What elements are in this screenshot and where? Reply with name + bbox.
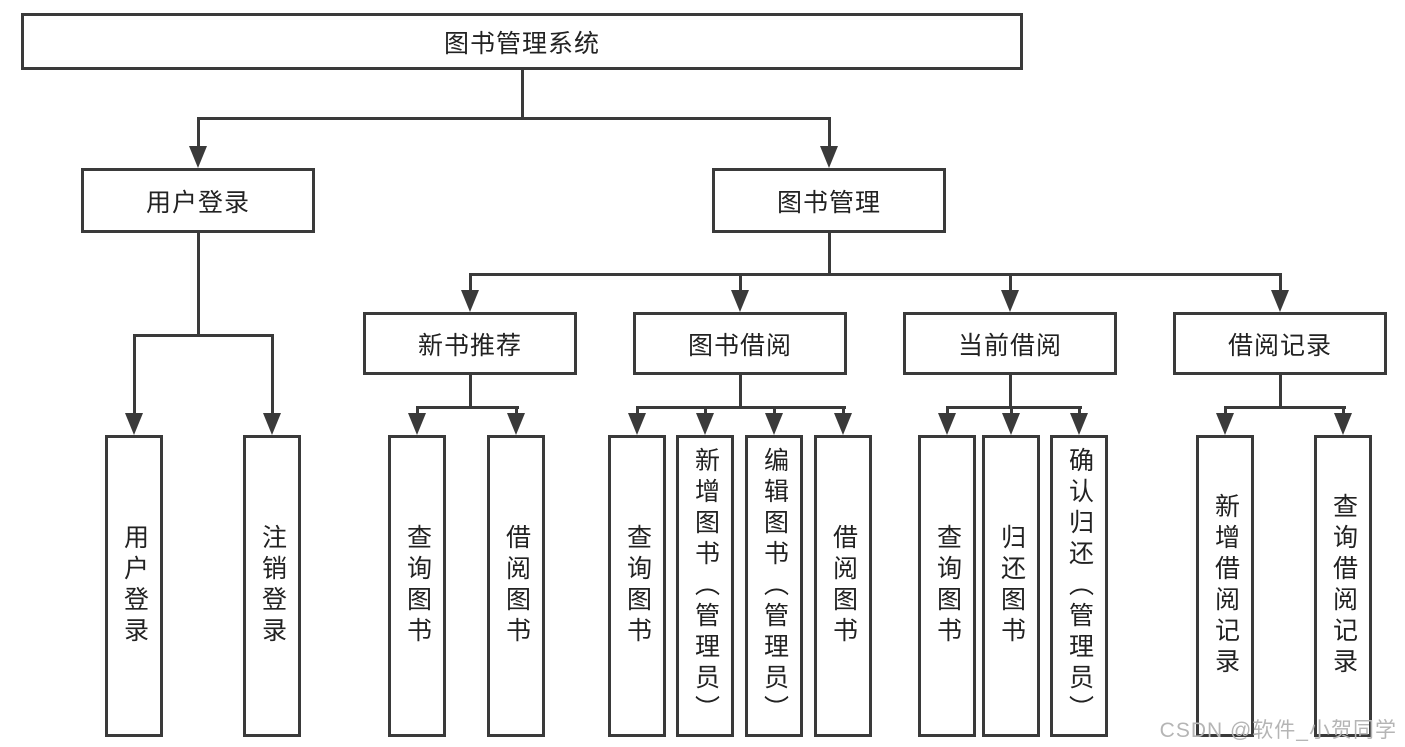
arrow-head-bookborrow-icon [731,290,749,312]
node-book-management: 图书管理 [712,168,946,233]
node-root: 图书管理系统 [21,13,1023,70]
arrow-stem-newbooks [468,275,472,293]
leaf-user-login-label: 用户登录 [120,524,149,648]
connector-rail-level3 [468,273,1282,276]
arrow-stem-leaf-bb4 [841,408,845,417]
connector-bookmgmt-stub [827,233,831,276]
arrow-head-leaf-cb1-icon [938,413,956,435]
leaf-current-return: 归还图书 [982,435,1040,737]
arrow-head-leaf-cb2-icon [1002,413,1020,435]
arrow-stem-leaf-bb1 [635,408,639,417]
arrow-stem-bookmgmt [827,119,831,148]
leaf-records-add: 新增借阅记录 [1196,435,1254,737]
arrow-head-leaf-br2-icon [1334,413,1352,435]
arrow-stem-leaf-bb2 [703,408,707,417]
node-book-borrow: 图书借阅 [633,312,847,375]
leaf-newbooks-borrow-label: 借阅图书 [502,524,531,648]
arrow-head-leaf-logout-icon [263,413,281,435]
leaf-records-query-label: 查询借阅记录 [1329,493,1358,679]
node-new-books: 新书推荐 [363,312,577,375]
connector-bookborrow-stub [738,375,742,409]
leaf-borrow-edit-label: 编辑图书（管理员） [760,446,789,726]
connector-rail-userlogin [132,334,274,337]
connector-currentborrow-stub [1008,375,1012,409]
connector-rail-newbooks [415,406,519,409]
arrow-stem-leaf-bb3 [772,408,776,417]
leaf-current-query: 查询图书 [918,435,976,737]
arrow-stem-bookborrow [738,275,742,293]
leaf-borrow-query-label: 查询图书 [623,524,652,648]
leaf-user-login: 用户登录 [105,435,163,737]
arrow-stem-leaf-nb2 [514,408,518,417]
node-book-borrow-label: 图书借阅 [687,331,792,360]
arrow-head-leaf-nb1-icon [408,413,426,435]
arrow-head-bookmgmt-icon [820,146,838,168]
arrow-head-currentborrow-icon [1001,290,1019,312]
arrow-head-leaf-userlogin-icon [125,413,143,435]
connector-rail-level2 [196,117,831,120]
arrow-stem-currentborrow [1008,275,1012,293]
arrow-head-leaf-br1-icon [1216,413,1234,435]
leaf-borrow-query: 查询图书 [608,435,666,737]
leaf-borrow-add-label: 新增图书（管理员） [691,446,720,726]
leaf-current-return-label: 归还图书 [997,524,1026,648]
arrow-stem-leaf-br2 [1341,408,1345,417]
arrow-stem-leaf-logout [270,336,274,417]
connector-rail-currentborrow [945,406,1082,409]
connector-borrowrecords-stub [1278,375,1282,409]
arrow-stem-borrowrecords [1278,275,1282,293]
arrow-stem-leaf-cb3 [1077,408,1081,417]
csdn-watermark: CSDN @软件_小贺同学 [1159,719,1397,742]
arrow-head-borrowrecords-icon [1271,290,1289,312]
leaf-logout: 注销登录 [243,435,301,737]
node-user-login: 用户登录 [81,168,315,233]
arrow-stem-userlogin [196,119,200,148]
connector-rail-bookborrow [635,406,846,409]
arrow-stem-leaf-cb1 [945,408,949,417]
arrow-stem-leaf-br1 [1223,408,1227,417]
arrow-head-leaf-bb1-icon [628,413,646,435]
arrow-head-userlogin-icon [189,146,207,168]
node-current-borrow-label: 当前借阅 [957,331,1062,360]
arrow-head-leaf-bb2-icon [696,413,714,435]
leaf-newbooks-borrow: 借阅图书 [487,435,545,737]
leaf-borrow-edit: 编辑图书（管理员） [745,435,803,737]
node-user-login-label: 用户登录 [145,188,250,217]
node-book-management-label: 图书管理 [776,188,881,217]
leaf-newbooks-query-label: 查询图书 [403,524,432,648]
leaf-newbooks-query: 查询图书 [388,435,446,737]
node-root-label: 图书管理系统 [443,29,600,58]
leaf-logout-label: 注销登录 [258,524,287,648]
arrow-stem-leaf-cb2 [1009,408,1013,417]
leaf-current-confirm: 确认归还（管理员） [1050,435,1108,737]
connector-newbooks-stub [468,375,472,409]
arrow-stem-leaf-userlogin [132,336,136,417]
leaf-current-query-label: 查询图书 [933,524,962,648]
arrow-head-leaf-nb2-icon [507,413,525,435]
arrow-head-newbooks-icon [461,290,479,312]
arrow-head-leaf-cb3-icon [1070,413,1088,435]
node-current-borrow: 当前借阅 [903,312,1117,375]
node-borrow-records: 借阅记录 [1173,312,1387,375]
leaf-current-confirm-label: 确认归还（管理员） [1065,446,1094,726]
arrow-head-leaf-bb4-icon [834,413,852,435]
leaf-borrow-add: 新增图书（管理员） [676,435,734,737]
leaf-records-add-label: 新增借阅记录 [1211,493,1240,679]
leaf-borrow-borrow: 借阅图书 [814,435,872,737]
connector-root-stub [520,70,524,119]
arrow-head-leaf-bb3-icon [765,413,783,435]
node-borrow-records-label: 借阅记录 [1227,331,1332,360]
node-new-books-label: 新书推荐 [417,331,522,360]
leaf-borrow-borrow-label: 借阅图书 [829,524,858,648]
arrow-stem-leaf-nb1 [415,408,419,417]
leaf-records-query: 查询借阅记录 [1314,435,1372,737]
connector-userlogin-stub [196,233,200,336]
connector-rail-borrowrecords [1223,406,1346,409]
